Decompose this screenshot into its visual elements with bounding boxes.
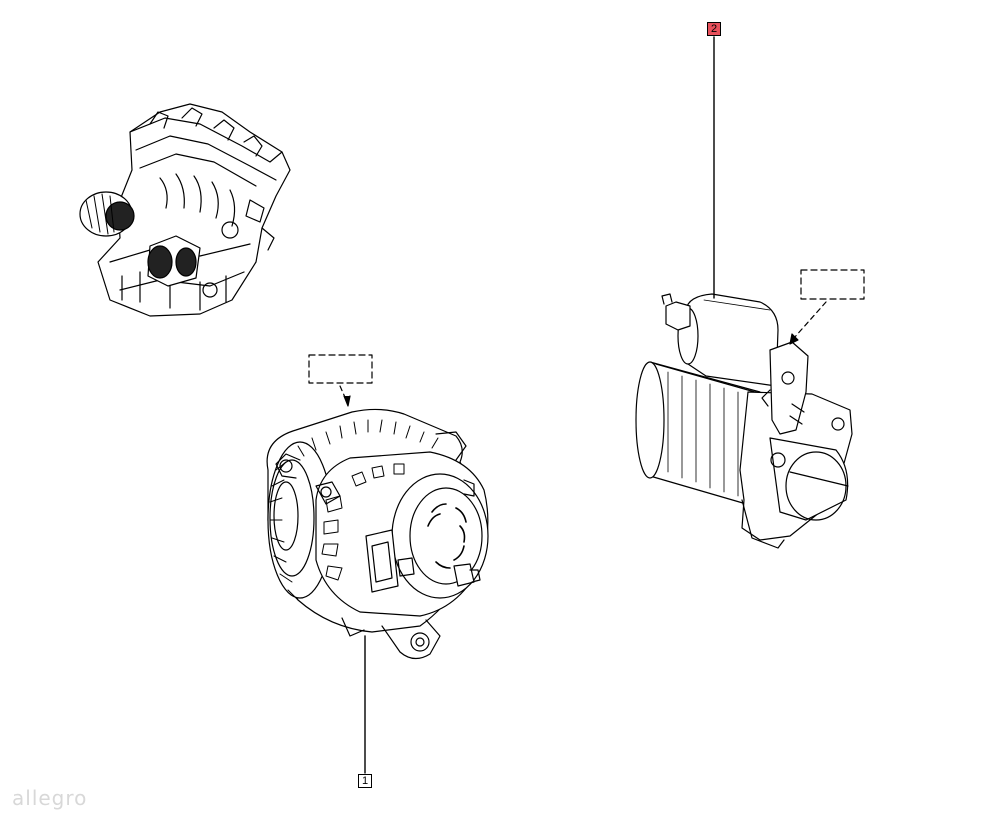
alternator-ref-arrow <box>343 395 351 407</box>
alternator-ref-leader <box>339 385 349 405</box>
alternator-reference-box <box>308 354 373 384</box>
starter-reference-box <box>800 269 865 300</box>
engine-icon <box>79 103 291 317</box>
callout-1[interactable]: 1 <box>358 774 372 788</box>
starter-motor-icon <box>635 293 853 549</box>
callout-2[interactable]: 2 <box>707 22 721 36</box>
starter-ref-arrow <box>789 333 799 345</box>
watermark: allegro <box>12 786 88 810</box>
starter-ref-leader <box>793 301 827 339</box>
alternator-icon <box>266 408 489 660</box>
